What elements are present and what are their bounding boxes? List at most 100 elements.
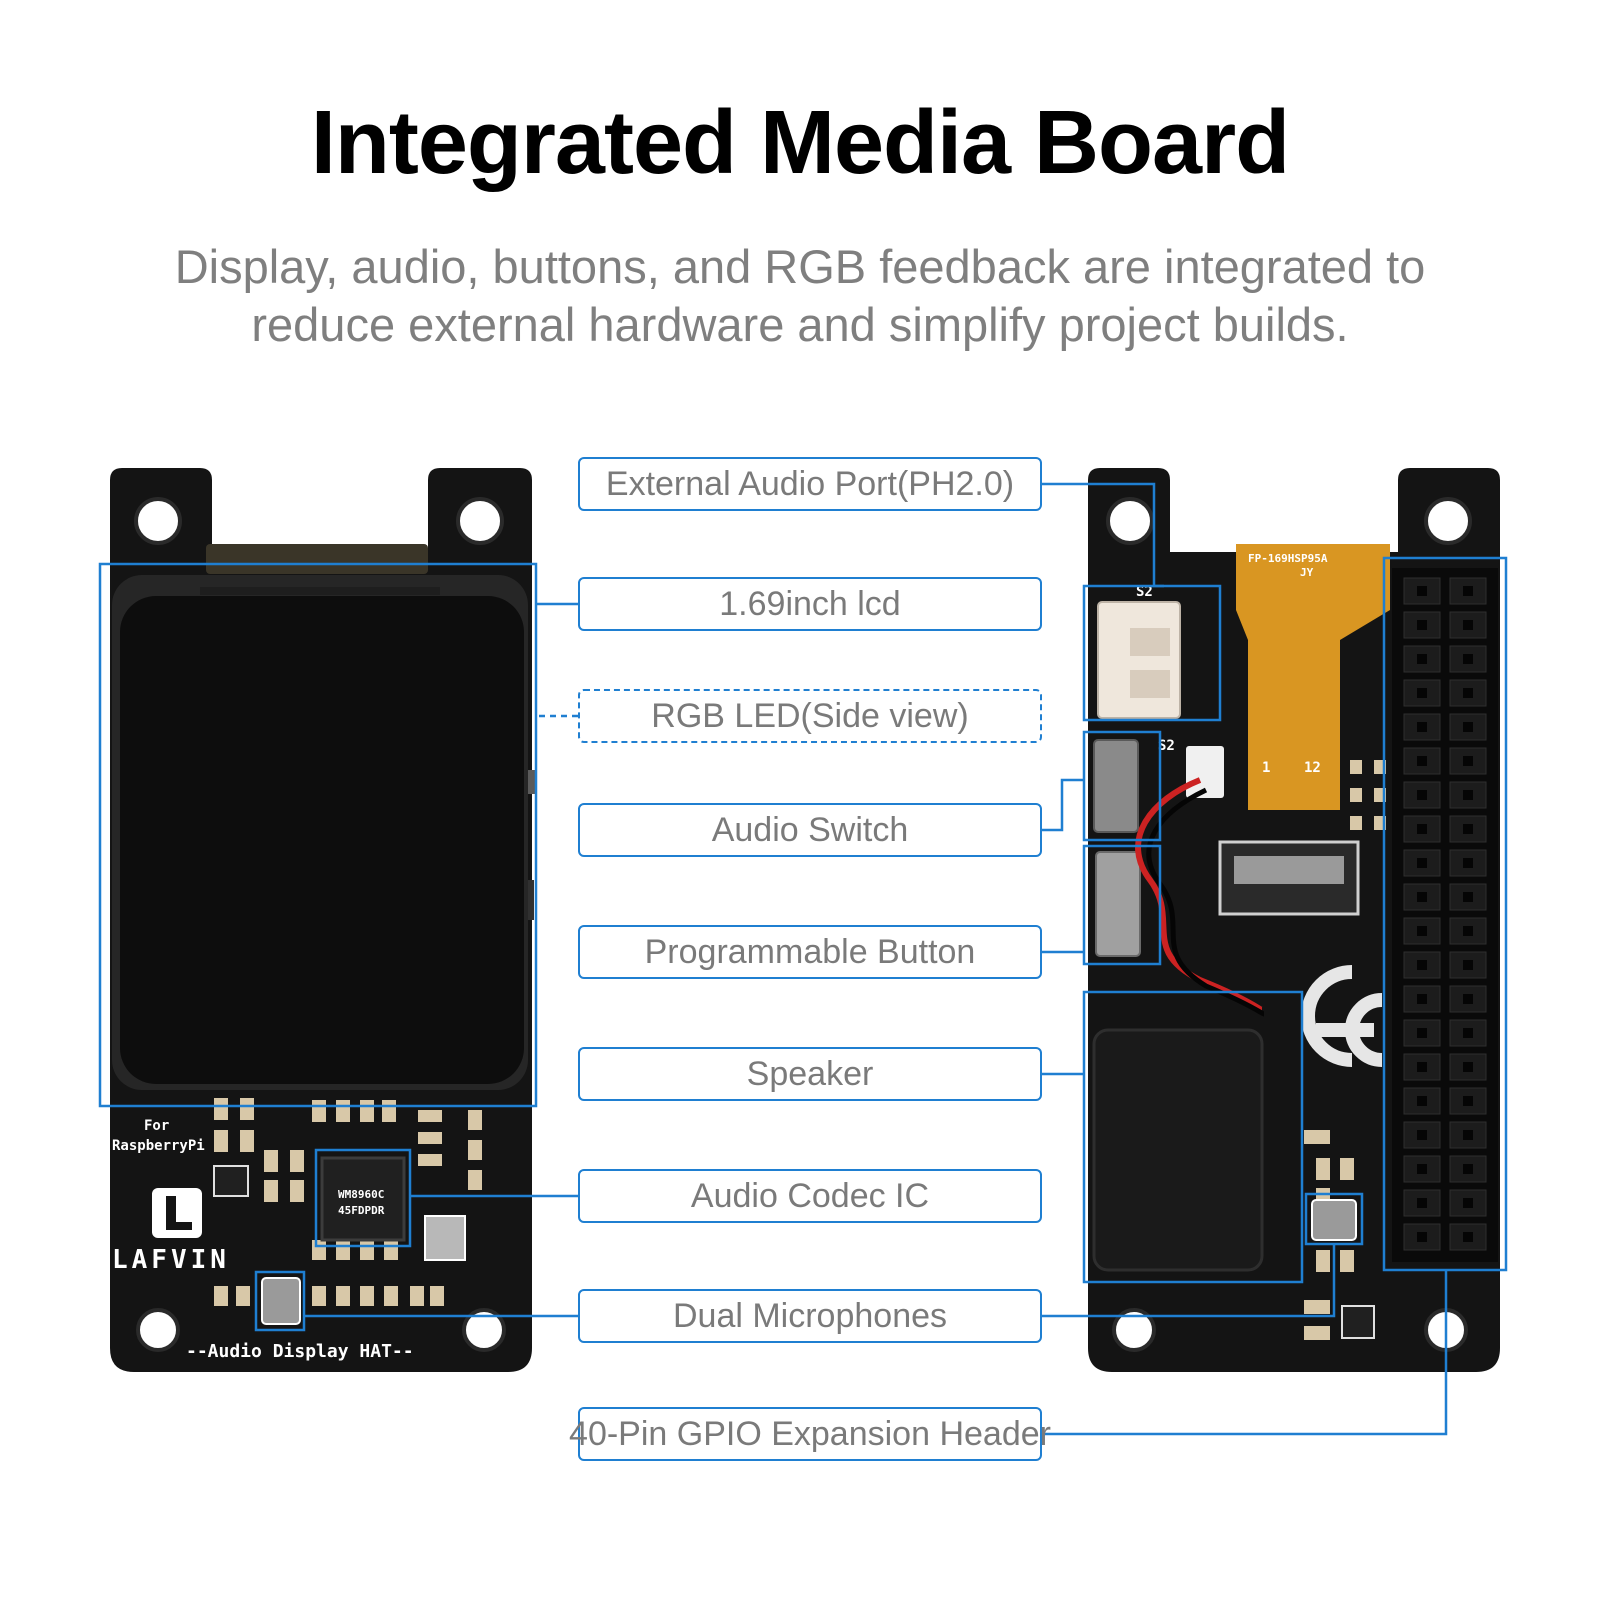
silk-brand: LAFVIN [112, 1245, 230, 1275]
gpio-pin [1417, 620, 1427, 630]
gpio-pin [1417, 586, 1427, 596]
gpio-pin [1463, 892, 1473, 902]
gpio-pin [1417, 1198, 1427, 1208]
lcd-top-edge [200, 587, 440, 595]
gpio-pin-socket [1403, 985, 1441, 1013]
highlight-speaker [1082, 990, 1304, 1284]
gpio-pin [1463, 1130, 1473, 1140]
gpio-pin [1417, 1096, 1427, 1106]
highlight-audio-switch [1082, 730, 1162, 842]
gpio-pin [1463, 824, 1473, 834]
callout-rgb-led: RGB LED(Side view) [578, 689, 1042, 743]
callout-audio-switch: Audio Switch [578, 803, 1042, 857]
highlight-audio-codec-ic [314, 1148, 412, 1248]
callout-audio-codec-ic: Audio Codec IC [578, 1169, 1042, 1223]
speaker-wire-red [1135, 777, 1264, 1013]
gpio-pin [1417, 1062, 1427, 1072]
gpio-pin [1463, 1232, 1473, 1242]
silk-for: For [144, 1118, 169, 1134]
gpio-pin [1463, 688, 1473, 698]
page-subtitle: Display, audio, buttons, and RGB feedbac… [174, 240, 1426, 351]
mounting-hole [1106, 497, 1154, 545]
codec-chip [320, 1156, 406, 1242]
mounting-hole [1112, 1308, 1156, 1352]
gpio-pin [1463, 620, 1473, 630]
side-button [528, 880, 534, 920]
highlight-mic-left [254, 1270, 306, 1332]
crystal [424, 1215, 466, 1261]
mounting-hole [462, 1308, 506, 1352]
gpio-pin [1463, 756, 1473, 766]
gpio-pin [1463, 1164, 1473, 1174]
gpio-pin [1463, 994, 1473, 1004]
leader-dual-microphones-right [1042, 1244, 1336, 1318]
front-board: WM8960C 45FDPDR For RaspberryPi LAFVIN -… [110, 468, 536, 1372]
mounting-hole [136, 1308, 180, 1352]
flex-cable-sub: JY [1300, 566, 1314, 579]
leader-audio-switch [1042, 778, 1084, 832]
silk-board-name: --Audio Display HAT-- [186, 1341, 414, 1362]
rgb-led-side [528, 770, 536, 794]
gpio-pin [1417, 1164, 1427, 1174]
gpio-pin [1463, 1062, 1473, 1072]
highlight-external-audio-port [1082, 584, 1222, 722]
highlight-lcd [98, 562, 538, 1108]
callout-dual-microphones: Dual Microphones [578, 1289, 1042, 1343]
back-microphone [1311, 1199, 1357, 1241]
mounting-hole [1424, 497, 1472, 545]
gpio-pin [1417, 1028, 1427, 1038]
audio-switch-body [1093, 739, 1139, 833]
ce-mark [1301, 965, 1383, 1067]
lcd-screen [120, 596, 524, 1084]
gpio-pin [1417, 1130, 1427, 1140]
front-microphone [261, 1277, 301, 1325]
ph2-connector-pin [1130, 670, 1170, 698]
gpio-pin [1417, 892, 1427, 902]
codec-chip-text: 45FDPDR [338, 1204, 385, 1217]
brand-logo-glyph [166, 1196, 192, 1230]
lcd-backing [206, 544, 428, 574]
gpio-pin-socket [1449, 611, 1487, 639]
flex-cable [1236, 544, 1390, 810]
gpio-pin [1417, 994, 1427, 1004]
gpio-pin [1417, 756, 1427, 766]
ph2-connector [1097, 601, 1181, 719]
gpio-pin [1417, 858, 1427, 868]
gpio-pin [1417, 722, 1427, 732]
silk-platform: RaspberryPi [112, 1138, 205, 1154]
highlight-programmable-button [1082, 844, 1162, 966]
gpio-pin [1417, 790, 1427, 800]
gpio-pin [1417, 960, 1427, 970]
back-transistor [1341, 1305, 1375, 1339]
callout-speaker: Speaker [578, 1047, 1042, 1101]
silk-s2-switch: S2 [1158, 738, 1175, 754]
gpio-pin [1463, 926, 1473, 936]
gpio-pins [1403, 577, 1487, 1251]
page-title: Integrated Media Board [310, 93, 1290, 193]
gpio-pin [1417, 824, 1427, 834]
brand-logo [152, 1188, 202, 1238]
gpio-pin [1417, 654, 1427, 664]
callout-gpio-header: 40-Pin GPIO Expansion Header [569, 1407, 1051, 1461]
gpio-pin [1417, 926, 1427, 936]
gpio-pin [1463, 1028, 1473, 1038]
gpio-pin [1463, 960, 1473, 970]
callout-external-audio-port: External Audio Port(PH2.0) [578, 457, 1042, 511]
gpio-pin-socket [1403, 815, 1441, 843]
silk-s2: S2 [1136, 584, 1153, 600]
back-board: FP-169HSP95A JY 1 12 S2 S2 [1088, 468, 1500, 1372]
transistor [213, 1165, 249, 1197]
callout-lcd: 1.69inch lcd [578, 577, 1042, 631]
gpio-pin [1463, 1198, 1473, 1208]
ffc-connector-slot [1234, 856, 1344, 884]
gpio-pin [1463, 654, 1473, 664]
leader-gpio-header [1042, 1270, 1448, 1436]
gpio-pin [1417, 1232, 1427, 1242]
mounting-hole [456, 497, 504, 545]
gpio-pin [1463, 790, 1473, 800]
button-body [1095, 851, 1141, 957]
ph2-connector-pin [1130, 628, 1170, 656]
speaker-body [1092, 1028, 1264, 1272]
silk-pin-1: 1 [1262, 760, 1270, 776]
